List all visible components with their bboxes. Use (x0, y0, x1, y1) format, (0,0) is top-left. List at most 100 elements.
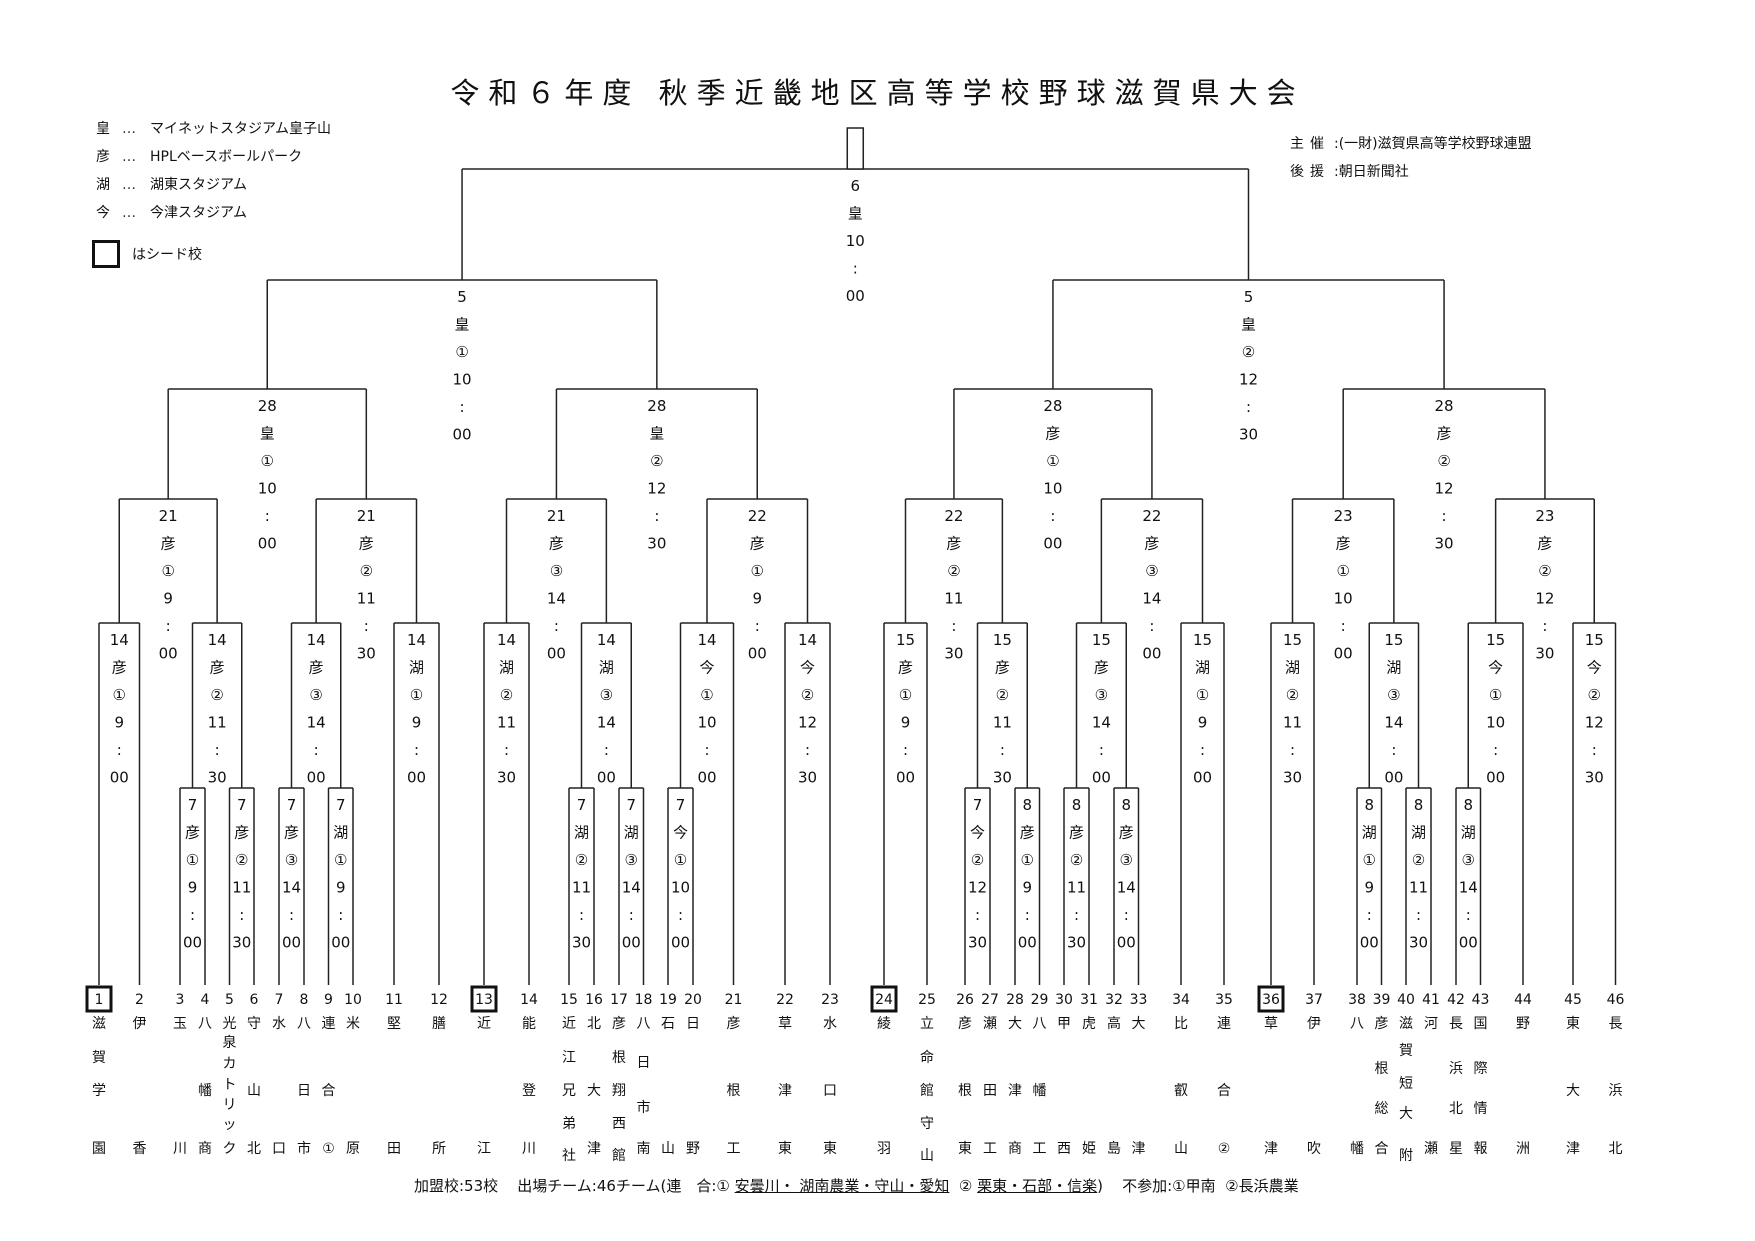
team-number: 10 (344, 992, 362, 1008)
match-label: 今 (970, 824, 985, 842)
team-name-char: 玉 (173, 1016, 187, 1032)
match-label: ② (1437, 452, 1450, 470)
match-label: 彦 (1336, 535, 1351, 553)
combined-team-2: 栗東・石部・信楽 (977, 1177, 1098, 1195)
match-label: 00 (748, 645, 767, 663)
team-name-char: 立 (920, 1016, 934, 1032)
match-label: 30 (1585, 769, 1604, 787)
team-number: 5 (225, 992, 234, 1008)
match-label: ③ (1387, 686, 1400, 704)
team-name-char: 山 (661, 1141, 675, 1157)
match-label: : (1099, 741, 1104, 759)
team-name-char: ッ (223, 1117, 237, 1133)
match-label: 10 (453, 371, 472, 389)
match-label: 14 (407, 631, 426, 649)
footer-summary: 加盟校:53校 出場チーム:46チーム(連 合:① 安曇川・ 湖南農業・守山・愛… (414, 1175, 1299, 1196)
match-label: 14 (1117, 879, 1136, 897)
match-label: 30 (1535, 645, 1554, 663)
team-name-char: 口 (272, 1141, 286, 1157)
match-label: 30 (798, 769, 817, 787)
team-name-char: 洲 (1516, 1141, 1530, 1157)
legend-sep: … (122, 149, 136, 165)
team-name-char: 山 (920, 1148, 934, 1164)
match-label: 7 (336, 796, 346, 814)
team-name-char: 川 (173, 1141, 187, 1157)
team-name-char: 国 (1474, 1016, 1488, 1032)
match-label: 00 (1043, 535, 1062, 553)
legend-venue: 湖東スタジアム (150, 177, 248, 193)
match-label: : (579, 906, 584, 924)
team-name-char: 高 (1107, 1015, 1121, 1032)
team-name-char: 瀬 (983, 1016, 997, 1032)
match-label: 00 (110, 769, 129, 787)
match-label: : (1341, 617, 1346, 635)
match-label: 15 (896, 631, 915, 649)
team-name-char: 際 (1474, 1061, 1488, 1077)
match-label: 00 (258, 535, 277, 553)
team-name-char: 島 (1107, 1141, 1121, 1157)
match-label: ② (360, 562, 373, 580)
match-label: 15 (1384, 631, 1403, 649)
team-number: 31 (1080, 992, 1098, 1008)
team-name-char: 堅 (387, 1016, 401, 1032)
team-number: 16 (585, 992, 603, 1008)
match-label: : (1466, 906, 1471, 924)
team-name-char: 口 (823, 1083, 837, 1099)
team-name-char: 南 (637, 1141, 651, 1157)
combined-team-1: 安曇川・ 湖南農業・守山・愛知 (734, 1177, 950, 1195)
team-name-char: 光 (223, 1016, 237, 1032)
match-label: 15 (1092, 631, 1111, 649)
seed-legend-label: はシード校 (132, 247, 202, 263)
team-name-char: 大 (1566, 1083, 1580, 1099)
team-name-char: 伊 (1307, 1016, 1321, 1032)
legend-sep: … (122, 177, 136, 193)
match-label: 10 (846, 232, 865, 250)
legend-sep: … (122, 205, 136, 221)
match-label: ① (1196, 686, 1209, 704)
team-name-char: 総 (1375, 1101, 1389, 1117)
match-label: 8 (1121, 796, 1131, 814)
match-label: 7 (237, 796, 247, 814)
team-name-char: 市 (297, 1140, 311, 1157)
match-label: 9 (188, 879, 198, 897)
team-name-char: 館 (612, 1147, 626, 1164)
match-label: 00 (1486, 769, 1505, 787)
match-label: 00 (331, 934, 350, 952)
match-label: : (239, 906, 244, 924)
legend-key: 彦 (96, 149, 110, 165)
match-label: 14 (1142, 590, 1161, 608)
team-name-char: 守 (920, 1116, 934, 1132)
match-label: 今 (1488, 659, 1503, 677)
team-name-char: 根 (958, 1083, 972, 1099)
match-label: 00 (1018, 934, 1037, 952)
match-label: 30 (993, 769, 1012, 787)
match-label: 15 (1486, 631, 1505, 649)
match-label: ① (1489, 686, 1502, 704)
match-label: 14 (622, 879, 641, 897)
match-label: 14 (798, 631, 817, 649)
match-label: : (1050, 507, 1055, 525)
team-name-char: 八 (637, 1016, 651, 1032)
team-name-char: 所 (432, 1141, 446, 1157)
match-label: 9 (1364, 879, 1374, 897)
team-name-char: ク (223, 1141, 237, 1157)
organizers: 主催:(一財)滋賀県高等学校野球連盟 後援:朝日新聞社 (1290, 130, 1532, 186)
match-label: 30 (1435, 535, 1454, 553)
match-label: 彦 (1537, 535, 1552, 553)
match-label: : (215, 741, 220, 759)
match-label: : (338, 906, 343, 924)
match-label: 00 (183, 934, 202, 952)
match-label: : (414, 741, 419, 759)
team-number: 35 (1215, 992, 1233, 1008)
team-name-char: 泉 (223, 1034, 237, 1051)
match-label: 9 (114, 714, 124, 732)
match-label: 23 (1334, 507, 1353, 525)
match-label: 湖 (333, 824, 348, 842)
match-label: ① (1046, 452, 1059, 470)
team-name-char: 日 (297, 1083, 311, 1099)
match-label: 9 (752, 590, 762, 608)
team-number: 28 (1006, 992, 1024, 1008)
match-label: 14 (307, 631, 326, 649)
team-name-char: 大 (1008, 1016, 1022, 1032)
team-name-char: 翔 (612, 1083, 626, 1099)
